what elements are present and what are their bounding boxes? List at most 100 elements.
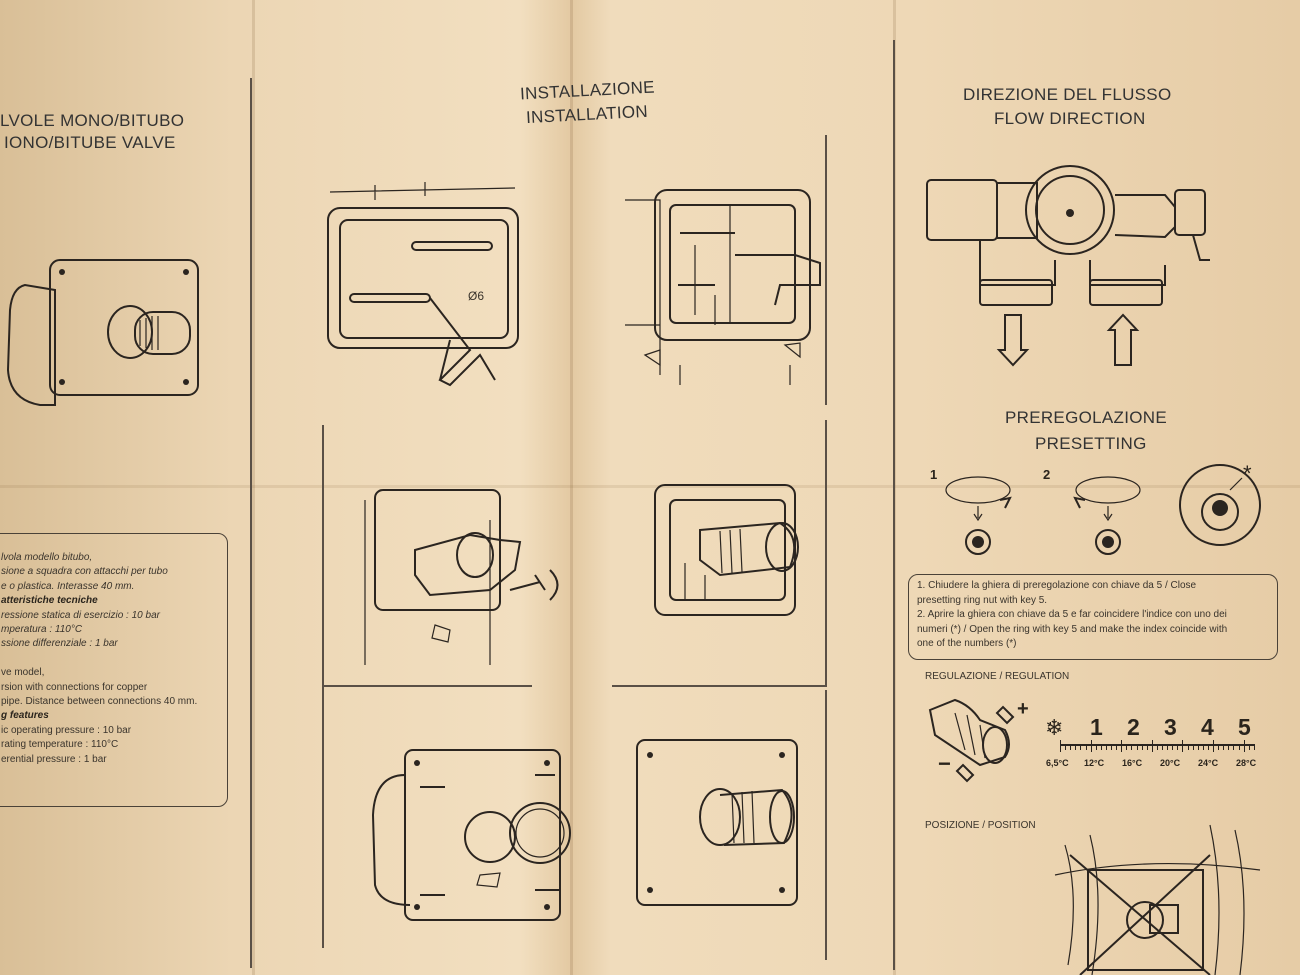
frame-line (322, 685, 532, 687)
scale-tick (1100, 744, 1102, 750)
preset-instruction-line: one of the numbers (*) (917, 638, 1017, 649)
scale-tick (1065, 744, 1067, 750)
scale-tick (1085, 744, 1087, 750)
spec-line: pipe. Distance between connections 40 mm… (1, 696, 198, 707)
scale-tick (1182, 740, 1184, 752)
frame-line (612, 685, 827, 687)
spec-line: erential pressure : 1 bar (1, 753, 107, 765)
scale-tick (1167, 744, 1169, 750)
scale-tick (1146, 744, 1148, 750)
scale-tick (1207, 744, 1209, 750)
scale-tick (1111, 744, 1112, 750)
scale-temperature: 24°C (1198, 758, 1219, 768)
spec-line: g features (1, 710, 49, 722)
scale-tick (1218, 744, 1220, 750)
scale-tick (1162, 744, 1163, 750)
flow-title-en: FLOW DIRECTION (994, 109, 1146, 128)
position-title: POSIZIONE / POSITION (925, 820, 1036, 831)
scale-temperature: 6,5°C (1046, 758, 1069, 768)
valve-title-en: IONO/BITUBE VALVE (4, 133, 176, 152)
scale-tick (1238, 744, 1240, 750)
preset-instruction-line: numeri (*) / Open the ring with key 5 an… (917, 623, 1228, 635)
fold-line (570, 0, 573, 975)
scale-tick (1197, 744, 1199, 750)
spec-line: ressione statica di esercizio : 10 bar (1, 609, 160, 621)
spec-line: atteristiche tecniche (1, 595, 98, 607)
scale-number: 1 (1090, 714, 1103, 740)
position-illustration (1054, 824, 1261, 975)
scale-tick (1228, 744, 1230, 750)
scale-tick (1243, 740, 1245, 752)
frame-line (825, 420, 827, 685)
presetting-steps-illustration (945, 464, 1261, 555)
spec-line: lvola modello bitubo, (1, 552, 93, 563)
cover-plate-step-illustration (371, 749, 571, 921)
preset-title-it: PREREGOLAZIONE (1005, 408, 1167, 427)
scale-temperature: 12°C (1084, 758, 1105, 768)
spec-line: rating temperature : 110°C (1, 739, 119, 751)
fold-line (252, 0, 255, 975)
spec-line: e o plastica. Interasse 40 mm. (1, 580, 135, 592)
preset-title-en: PRESETTING (1035, 434, 1147, 453)
scale-tick (1187, 744, 1189, 750)
frame-line (825, 135, 827, 405)
scale-temperature: 20°C (1160, 758, 1181, 768)
valve-install-step-illustration (364, 489, 559, 665)
decrease-minus: − (938, 751, 951, 776)
drilling-step-illustration (327, 182, 519, 387)
scale-tick (1177, 744, 1179, 750)
frost-icon: ❄ (1045, 715, 1064, 740)
scale-tick (1248, 744, 1250, 750)
spec-line: ic operating pressure : 10 bar (1, 724, 132, 736)
panel-divider (893, 40, 895, 970)
scale-tick (1060, 740, 1061, 752)
preset-step-1: 1 (930, 467, 938, 482)
scale-tick (1172, 744, 1174, 750)
scale-temperature: 28°C (1236, 758, 1257, 768)
frame-line (322, 425, 324, 690)
valve-box-illustration (6, 259, 199, 406)
scale-tick (1151, 740, 1153, 752)
frame-line (825, 690, 827, 960)
spec-line: ve model, (1, 667, 45, 679)
preset-instructions-box: 1. Chiudere la ghiera di preregolazione … (908, 574, 1278, 660)
preset-instruction-line: 1. Chiudere la ghiera di preregolazione … (917, 580, 1197, 591)
finished-install-illustration (636, 739, 798, 906)
flow-direction-valve-illustration (926, 165, 1210, 367)
wall-mount-step-illustration (625, 189, 821, 385)
scale-tick (1141, 744, 1143, 750)
flow-title-it: DIREZIONE DEL FLUSSO (963, 85, 1172, 104)
scale-tick (1131, 744, 1133, 750)
scale-tick (1080, 744, 1082, 750)
scale-tick (1090, 740, 1092, 752)
spec-line: mperatura : 110°C (1, 624, 83, 635)
scale-tick (1233, 744, 1235, 750)
scale-tick (1223, 744, 1225, 750)
regulation-title: REGULAZIONE / REGULATION (925, 671, 1070, 682)
scale-tick (1121, 740, 1123, 752)
scale-tick (1192, 744, 1194, 750)
preset-instruction-line: presetting ring nut with key 5. (917, 594, 1048, 606)
scale-tick (1095, 744, 1097, 750)
panel-divider (250, 78, 252, 968)
preset-instruction-line: 2. Aprire la ghiera con chiave da 5 e fa… (917, 609, 1227, 620)
increase-plus: + (1017, 698, 1029, 720)
specs-box: lvola modello bitubo, sione a squadra con… (0, 533, 228, 807)
frame-line (322, 688, 324, 948)
scale-tick (1070, 744, 1072, 750)
scale-tick (1156, 744, 1158, 750)
scale-temperature: 16°C (1122, 758, 1143, 768)
spec-line: ssione differenziale : 1 bar (1, 638, 118, 650)
scale-number: 5 (1238, 714, 1251, 740)
thermostatic-head-illustration (928, 698, 1015, 783)
scale-number: 4 (1201, 714, 1214, 740)
fold-line (0, 485, 1300, 488)
scale-tick (1075, 744, 1077, 750)
preset-step-2: 2 (1043, 467, 1051, 482)
spec-line: rsion with connections for copper (1, 681, 148, 693)
scale-tick (1136, 744, 1138, 750)
scale-tick (1105, 744, 1107, 750)
spec-line: sione a squadra con attacchi per tubo (1, 566, 168, 578)
drill-size-label: Ø6 (468, 289, 485, 303)
